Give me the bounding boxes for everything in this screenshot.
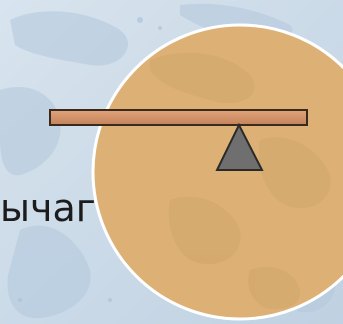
- slide-caption: ычаг: [0, 186, 96, 230]
- lever-beam: [50, 110, 307, 125]
